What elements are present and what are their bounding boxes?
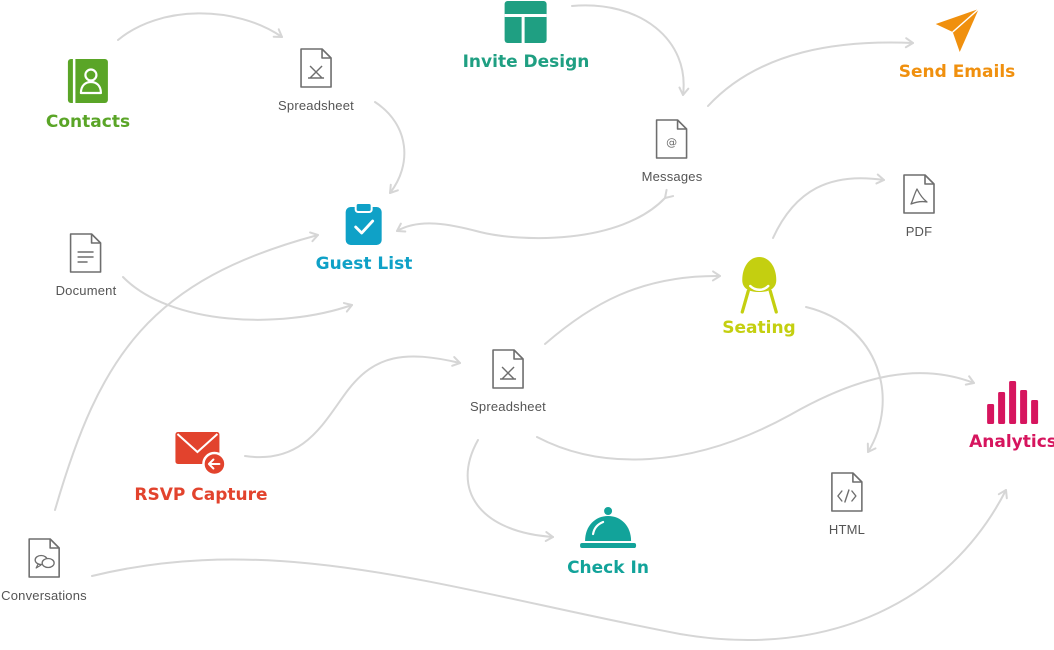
analytics-label: Analytics	[969, 432, 1054, 452]
node-contacts[interactable]: Contacts	[46, 58, 130, 132]
arrow-spreadsheet-to-analytics	[536, 372, 975, 461]
document-file-icon	[70, 233, 102, 273]
connector-arrows	[54, 4, 1008, 641]
arrow-seating-to-pdf	[772, 173, 885, 239]
code-file-icon	[831, 472, 863, 512]
bar-chart-icon	[986, 381, 1038, 424]
svg-text:@: @	[666, 136, 677, 149]
send-emails-label: Send Emails	[898, 62, 1016, 82]
arrow-document-to-guest-list	[122, 276, 353, 321]
file-node-conversations[interactable]: Conversations	[1, 538, 87, 603]
arrow-spreadsheet-to-guest-list	[374, 101, 406, 194]
arrow-messages-to-send-emails	[707, 37, 914, 107]
node-send-emails[interactable]: Send Emails	[898, 8, 1016, 82]
file-node-html[interactable]: HTML	[829, 472, 865, 537]
node-seating[interactable]: Seating	[722, 256, 796, 338]
chat-file-icon	[28, 538, 60, 578]
clipboard-check-icon	[346, 202, 382, 245]
rsvp-capture-label: RSVP Capture	[134, 485, 268, 505]
file-label-document: Document	[55, 283, 117, 298]
service-bell-icon	[580, 507, 636, 548]
arrow-spreadsheet-to-seating	[544, 270, 721, 345]
file-node-document[interactable]: Document	[56, 233, 117, 298]
arrow-conversations-to-analytics	[91, 489, 1008, 641]
chair-icon	[740, 257, 778, 314]
file-label-html: HTML	[828, 522, 866, 537]
node-invite-design[interactable]: Invite Design	[462, 0, 590, 72]
guest-list-label: Guest List	[315, 254, 413, 274]
file-label-spreadsheet-mid: Spreadsheet	[470, 399, 546, 414]
invite-design-label: Invite Design	[462, 52, 590, 72]
check-in-label: Check In	[567, 558, 649, 578]
arrow-conversations-to-guest-list	[54, 231, 319, 511]
address-book-icon	[68, 59, 108, 103]
node-rsvp-capture[interactable]: RSVP Capture	[134, 431, 268, 505]
spreadsheet-file-icon	[300, 48, 332, 88]
arrow-messages-guest-list-two-way	[396, 188, 675, 240]
node-guest-list[interactable]: Guest List	[315, 202, 413, 274]
arrow-seating-to-html	[805, 306, 884, 453]
file-label-pdf: PDF	[905, 224, 933, 239]
spreadsheet-file-icon	[492, 349, 524, 389]
file-node-pdf[interactable]: PDF	[903, 174, 935, 239]
file-label-conversations: Conversations	[1, 588, 87, 603]
layout-template-icon	[505, 1, 547, 43]
arrow-invite-design-to-messages	[571, 4, 690, 96]
pdf-file-icon	[903, 174, 935, 214]
file-node-messages[interactable]: @ Messages	[642, 119, 703, 184]
seating-label: Seating	[722, 318, 796, 338]
file-node-spreadsheet-top[interactable]: Spreadsheet	[278, 48, 354, 113]
arrow-spreadsheet-to-check-in	[466, 439, 554, 543]
email-file-icon: @	[656, 119, 688, 159]
envelope-reply-icon	[174, 432, 227, 477]
arrow-rsvp-to-spreadsheet	[244, 355, 461, 459]
node-analytics[interactable]: Analytics	[969, 380, 1054, 452]
contacts-label: Contacts	[45, 112, 131, 132]
file-label-spreadsheet-top: Spreadsheet	[278, 98, 354, 113]
file-node-spreadsheet-mid[interactable]: Spreadsheet	[470, 349, 546, 414]
node-check-in[interactable]: Check In	[567, 506, 649, 578]
arrow-contacts-to-spreadsheet	[117, 12, 283, 41]
file-label-messages: Messages	[641, 169, 703, 184]
paper-plane-icon	[935, 8, 980, 52]
